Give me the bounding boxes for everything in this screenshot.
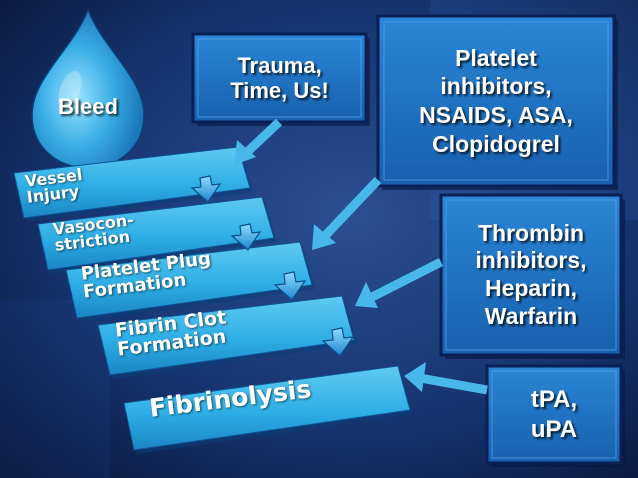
drop-highlight [58,70,82,110]
down-arrow-icon [230,223,262,251]
pointer-arrow-thrombin [355,257,444,308]
bleed-label: Bleed [58,94,118,120]
step-fibrin-clot [97,295,357,379]
step-fibrinolysis [123,365,413,454]
step-label-vessel-injury: Vessel Injury [23,164,84,208]
tpa-upa-text: tPA, uPA [530,385,578,443]
platelet-inhibitors-text: Platelet inhibitors, NSAIDS, ASA, Clopid… [419,44,573,157]
box-platelet-inhibitors [376,14,618,190]
box-thrombin-inhibitors [439,193,625,359]
pointer-arrow-trauma [234,118,283,165]
down-arrow-icon [321,327,355,357]
pointer-arrow-tpa [404,362,488,395]
step-vasoconstriction [37,196,277,274]
box-tpa-upa [485,364,625,467]
thrombin-inhibitors-text: Thrombin inhibitors, Heparin, Warfarin [475,219,587,329]
down-arrow-icon [190,175,222,203]
pointer-arrow-platelet [312,176,382,250]
trauma-text: Trauma, Time, Us! [230,52,329,103]
step-platelet-plug [65,241,315,322]
down-arrow-icon [273,271,307,301]
box-trauma [191,32,370,126]
step-vessel-injury [13,146,253,222]
